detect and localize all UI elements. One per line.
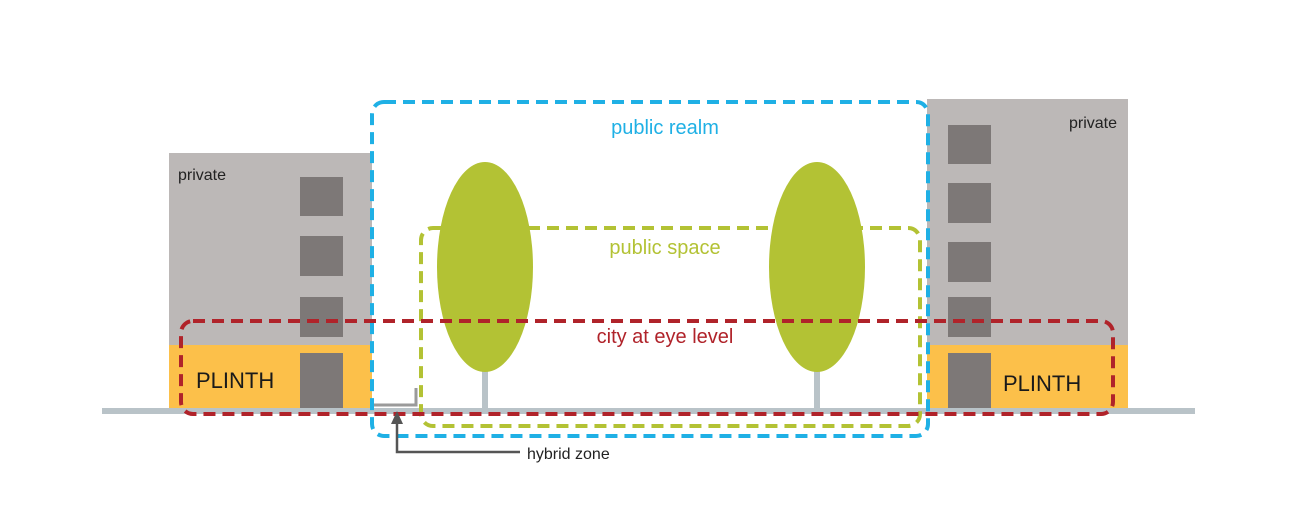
hybrid-zone-step [372, 388, 418, 407]
private-label-right: private [1069, 115, 1117, 132]
door [948, 353, 991, 409]
pointer-line [395, 424, 520, 454]
city-at-eye-level-label: city at eye level [597, 326, 734, 348]
tree-trunk [482, 360, 488, 410]
private-label-left: private [178, 167, 226, 184]
city-at-eye-level-boundary [179, 319, 1115, 416]
tree-crown [437, 162, 533, 372]
hybrid-zone-label: hybrid zone [527, 446, 610, 463]
tree-right [769, 162, 865, 410]
plinth-label-right: PLINTH [1003, 371, 1081, 396]
hybrid-zone-pointer: hybrid zone [391, 411, 610, 463]
plinth-label-left: PLINTH [196, 368, 274, 393]
public-realm-boundary [370, 100, 930, 438]
public-space-label: public space [609, 237, 720, 259]
window [948, 242, 991, 282]
window [300, 236, 343, 276]
door [300, 353, 343, 409]
tree-crown [769, 162, 865, 372]
window [948, 297, 991, 337]
window [948, 183, 991, 223]
right-building: private PLINTH [927, 99, 1128, 411]
ground-line [102, 408, 1195, 414]
public-space-boundary [419, 226, 922, 428]
public-realm-label: public realm [611, 117, 719, 139]
arrow-up-icon [391, 411, 403, 424]
window [300, 177, 343, 216]
window [948, 125, 991, 164]
window [300, 297, 343, 337]
left-building: private PLINTH [169, 153, 372, 411]
tree-left [437, 162, 533, 410]
tree-trunk [814, 360, 820, 410]
